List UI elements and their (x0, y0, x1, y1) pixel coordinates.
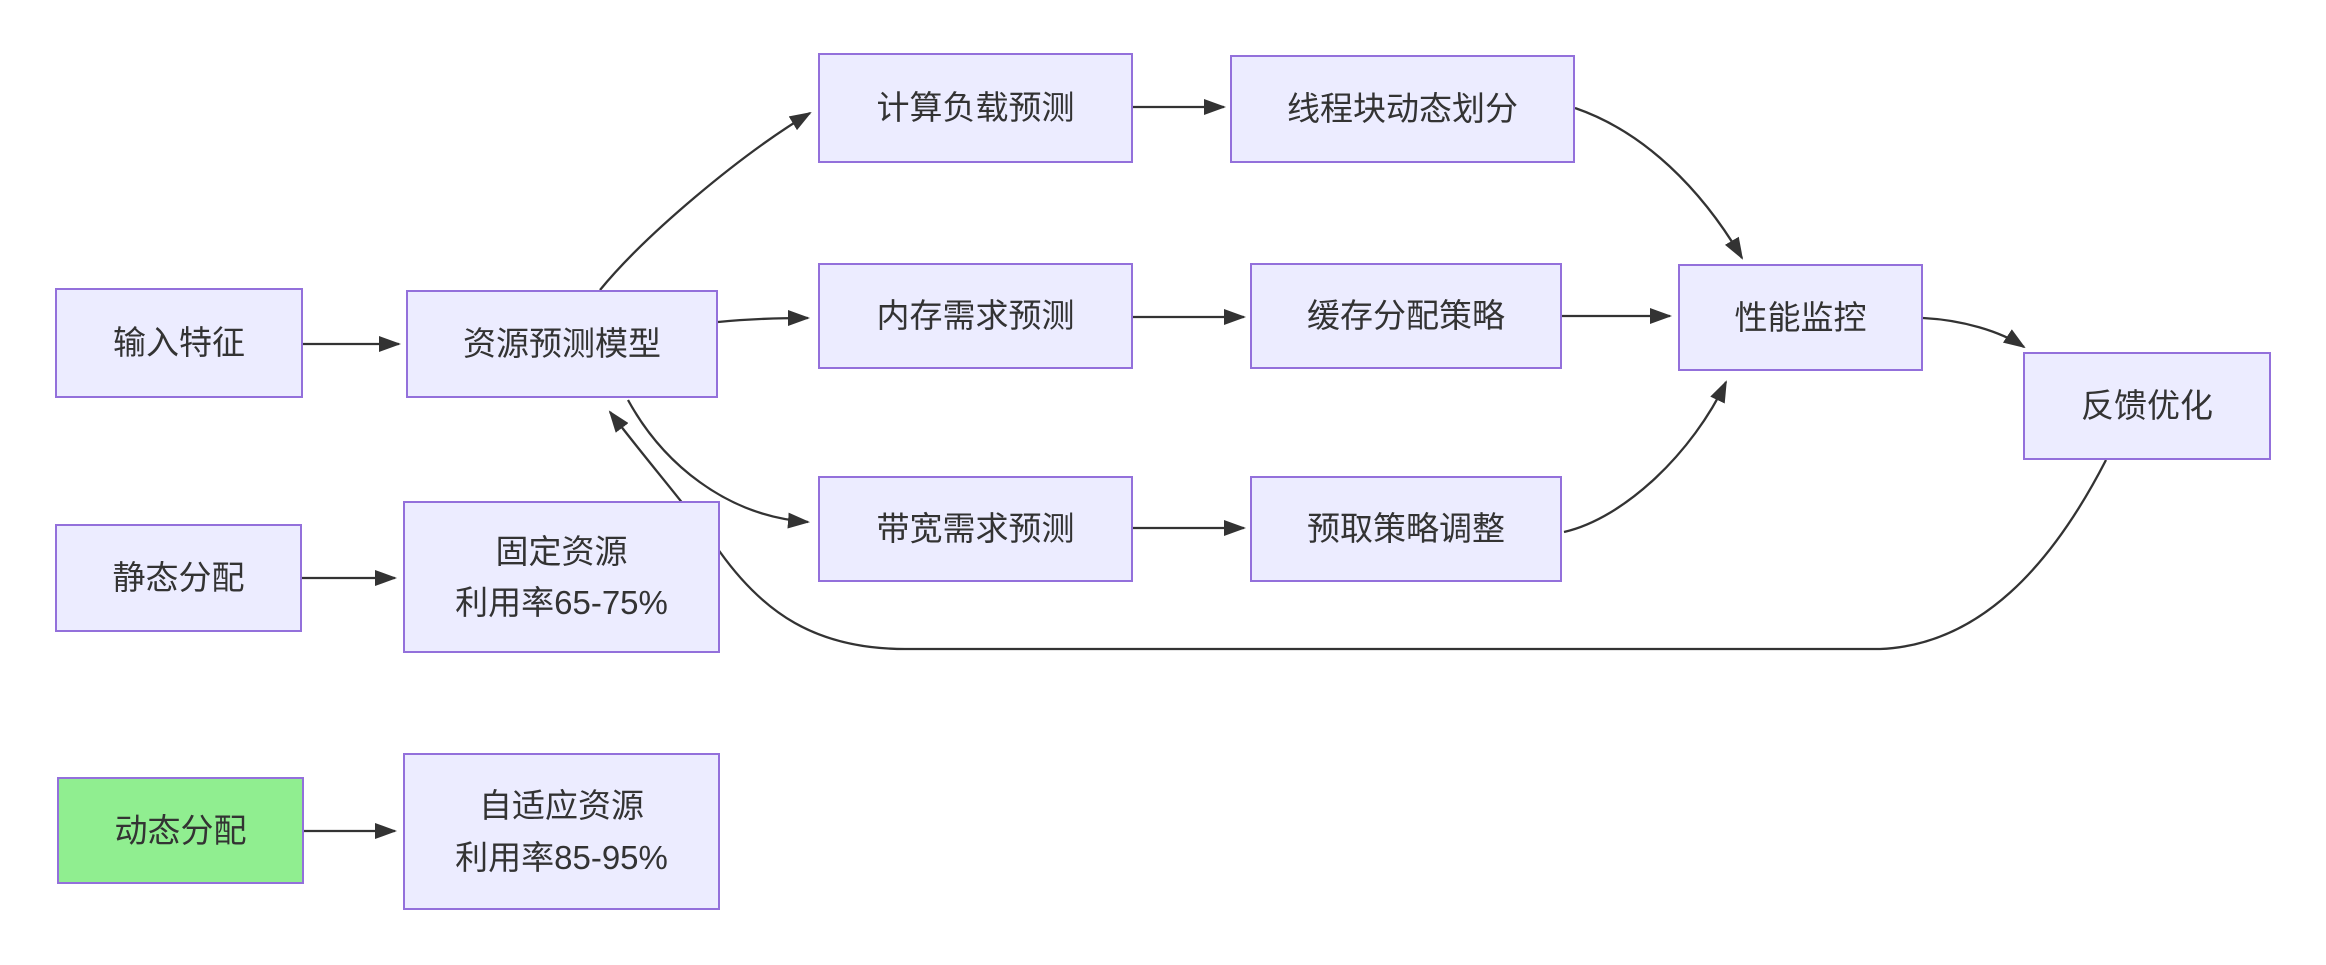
node-static-allocation: 静态分配 (55, 524, 302, 632)
node-label: 内存需求预测 (876, 297, 1075, 335)
node-label: 利用率65-75% (455, 584, 668, 621)
node-label: 线程块动态划分 (1287, 90, 1518, 128)
node-feedback-optimization: 反馈优化 (2023, 352, 2271, 460)
node-label: 预取策略调整 (1307, 510, 1505, 548)
edge-resource-prediction-model-to-memory-demand-prediction (717, 310, 810, 327)
node-prefetch-strategy-adjustment: 预取策略调整 (1250, 476, 1562, 582)
node-label: 缓存分配策略 (1307, 297, 1505, 335)
edge-thread-block-dynamic-partition-to-performance-monitoring (1574, 106, 1744, 260)
node-label: 性能监控 (1734, 298, 1867, 336)
edge-performance-monitoring-to-feedback-optimization (1922, 316, 2026, 349)
node-dynamic-allocation: 动态分配 (57, 777, 304, 884)
node-memory-demand-prediction: 内存需求预测 (818, 263, 1133, 369)
node-thread-block-dynamic-partition: 线程块动态划分 (1230, 55, 1575, 163)
node-resource-prediction-model: 资源预测模型 (406, 290, 718, 398)
node-label: 带宽需求预测 (876, 510, 1075, 548)
node-performance-monitoring: 性能监控 (1678, 264, 1923, 371)
node-label: 计算负载预测 (876, 89, 1075, 127)
node-label: 反馈优化 (2081, 387, 2213, 425)
node-label: 自适应资源 (479, 787, 644, 825)
node-label: 静态分配 (112, 559, 245, 597)
node-label: 利用率85-95% (455, 838, 668, 876)
node-fixed-resources: 固定资源 利用率65-75% (403, 501, 720, 653)
node-label: 输入特征 (113, 324, 245, 362)
edge-resource-prediction-model-to-bandwidth-demand-prediction (626, 399, 810, 529)
node-bandwidth-demand-prediction: 带宽需求预测 (818, 476, 1133, 582)
edge-feedback-optimization-to-resource-prediction-model (608, 410, 2108, 651)
node-label: 动态分配 (114, 811, 247, 849)
edge-resource-prediction-model-to-compute-load-prediction (599, 111, 812, 291)
edge-prefetch-strategy-adjustment-to-performance-monitoring (1563, 380, 1728, 534)
node-label: 固定资源 (495, 532, 628, 570)
node-cache-allocation-strategy: 缓存分配策略 (1250, 263, 1562, 369)
node-adaptive-resources: 自适应资源 利用率85-95% (403, 753, 720, 910)
node-input-features: 输入特征 (55, 288, 303, 398)
node-label: 资源预测模型 (463, 325, 661, 363)
node-compute-load-prediction: 计算负载预测 (818, 53, 1133, 163)
